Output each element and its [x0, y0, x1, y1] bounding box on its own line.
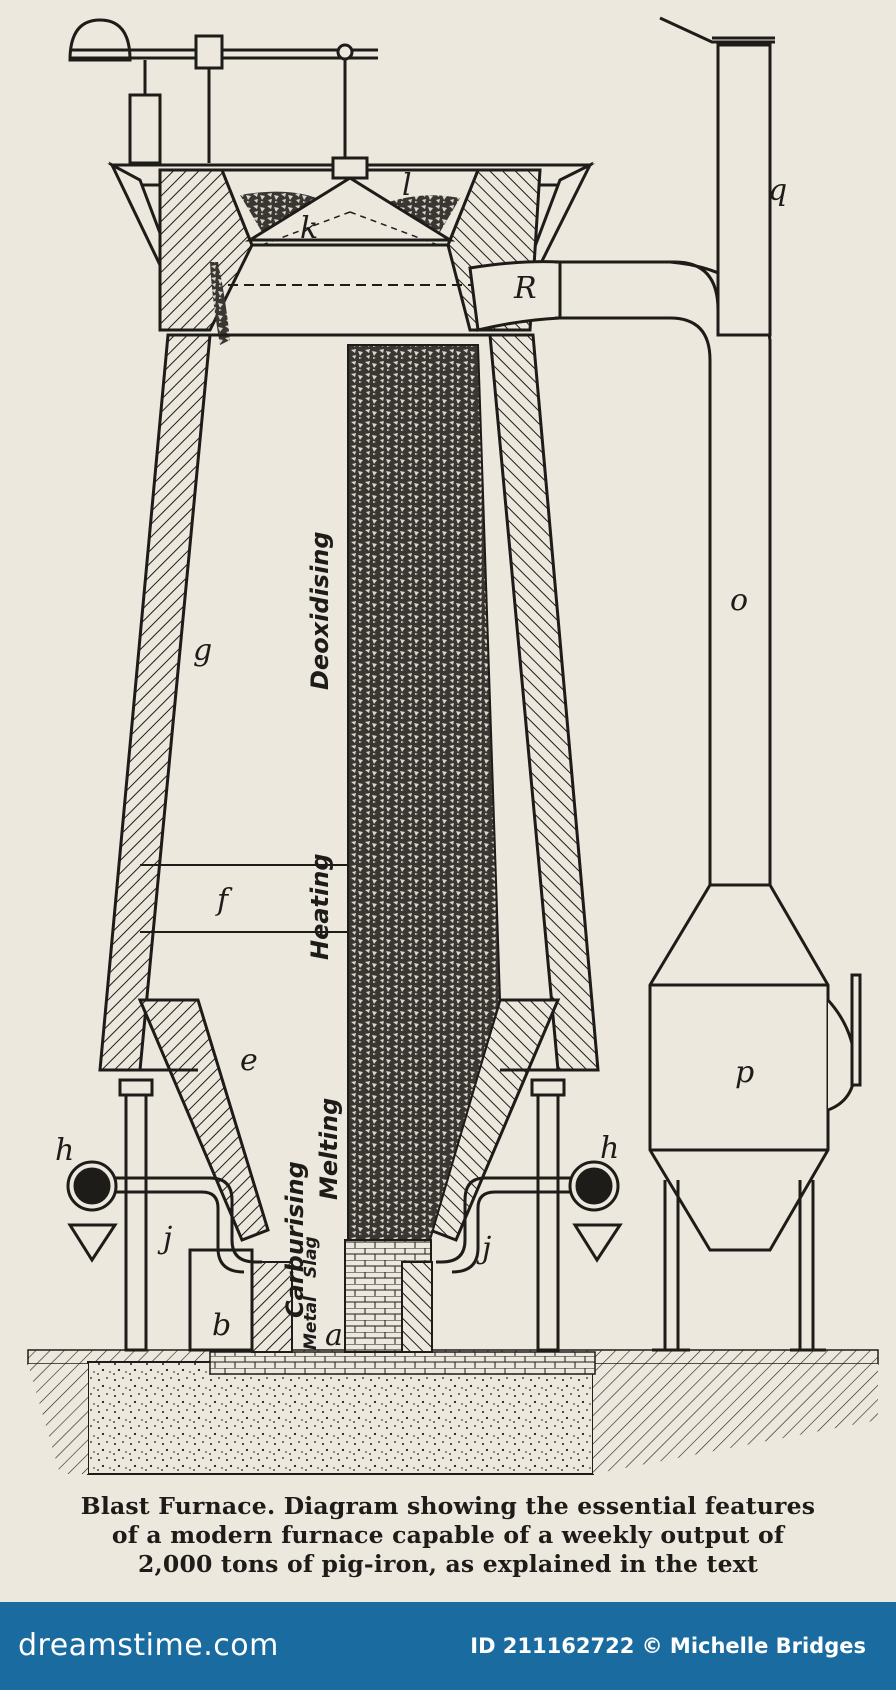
caption-line-1: Blast Furnace. Diagram showing the essen… [80, 1492, 816, 1520]
furnace-shell [98, 333, 600, 1242]
charging-gear [68, 18, 378, 165]
label-h-left: h [55, 1133, 74, 1168]
zone-labels: Deoxidising Heating Melting Carburising … [281, 531, 343, 1350]
zone-metal: Metal [301, 1295, 321, 1350]
label-g: g [193, 633, 212, 668]
brand-logo-text[interactable]: dreamstime.com [18, 1628, 279, 1663]
label-b: b [212, 1308, 231, 1343]
gas-main [468, 16, 775, 885]
zone-carburising: Carburising [281, 1161, 309, 1318]
support-columns [118, 1078, 566, 1352]
label-f: f [215, 883, 233, 918]
zone-slag: Slag [301, 1236, 321, 1278]
label-e: e [240, 1043, 258, 1078]
furnace-top [107, 156, 595, 345]
part-labels: k l R q o g f e h h j j b p a [55, 168, 787, 1353]
charge-column [251, 344, 502, 1353]
image-credit: ID 211162722 © Michelle Bridges [470, 1634, 866, 1658]
caption-line-2: of a modern furnace capable of a weekly … [111, 1521, 785, 1549]
label-a: a [325, 1318, 343, 1353]
label-h-right: h [600, 1131, 619, 1166]
blast-pipes [66, 1160, 623, 1274]
label-R: R [513, 271, 537, 306]
label-j-left: j [157, 1221, 172, 1256]
zone-heating: Heating [306, 853, 334, 960]
dust-catcher [648, 883, 862, 1352]
stock-footer-bar: dreamstime.com ID 211162722 © Michelle B… [0, 1602, 896, 1690]
blast-furnace-diagram: k l R q o g f e h h j j b p a Deoxidisin… [27, 16, 879, 1475]
foundation [27, 1349, 879, 1475]
label-q: q [768, 173, 787, 208]
label-k: k [300, 211, 318, 246]
zone-deoxidising: Deoxidising [306, 531, 334, 690]
caption-line-3: 2,000 tons of pig-iron, as explained in … [137, 1550, 759, 1578]
zone-melting: Melting [315, 1098, 343, 1200]
label-o: o [730, 583, 748, 618]
label-l: l [402, 168, 412, 203]
label-p: p [735, 1055, 754, 1090]
figure-caption: Blast Furnace. Diagram showing the essen… [30, 1492, 866, 1579]
